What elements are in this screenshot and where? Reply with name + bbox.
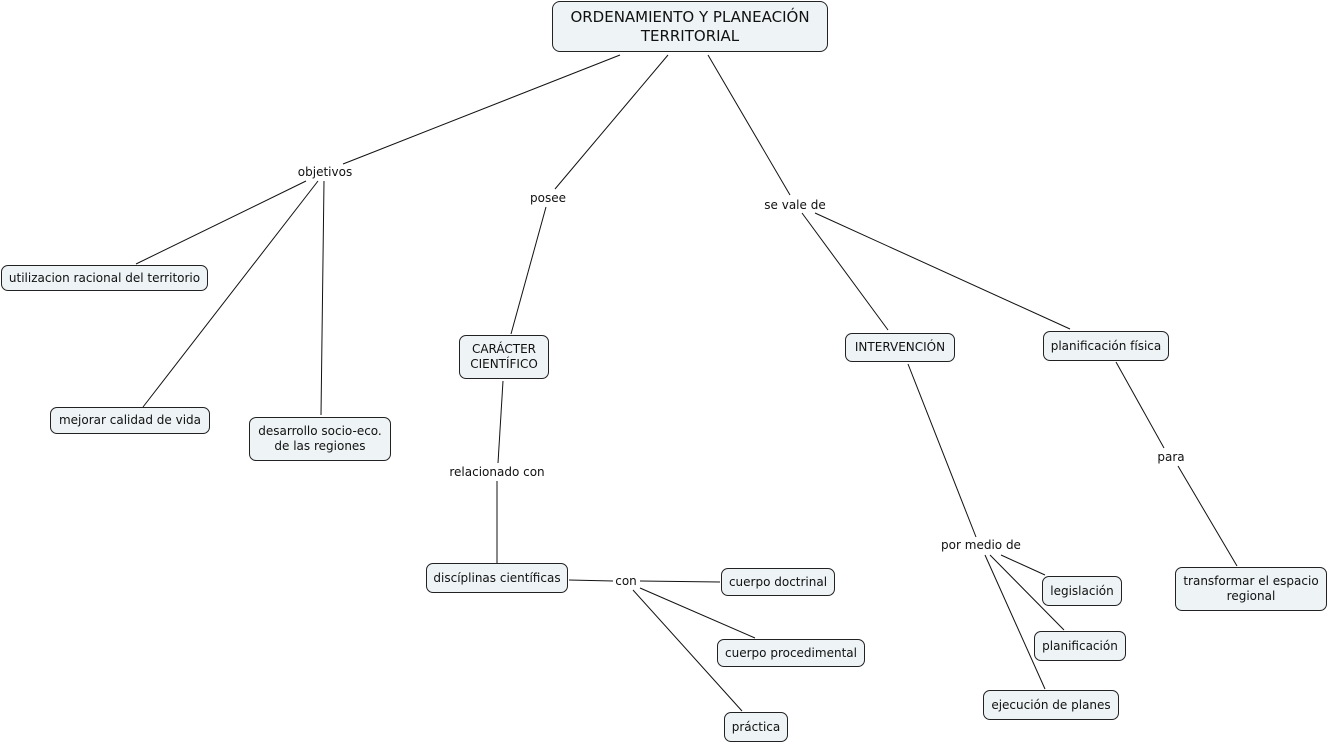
link-sevalede-intervencion [801, 212, 889, 331]
concept-intervencion[interactable]: INTERVENCIÓN [845, 333, 955, 362]
link-pormedio-legislacion [1000, 554, 1046, 576]
concept-legislacion[interactable]: legislación [1042, 576, 1122, 606]
link-con-procedimental [639, 587, 756, 639]
concept-desarrollo[interactable]: desarrollo socio-eco. de las regiones [249, 417, 391, 461]
link-label-relacionado-con: relacionado con [447, 465, 547, 479]
concept-ejecucion[interactable]: ejecución de planes [983, 690, 1119, 720]
concept-mejorar[interactable]: mejorar calidad de vida [50, 407, 210, 434]
concept-planificacion[interactable]: planificación [1034, 631, 1126, 661]
root-concept[interactable]: ORDENAMIENTO Y PLANEACIÓN TERRITORIAL [552, 1, 828, 52]
link-posee-caracter [510, 206, 547, 335]
link-con-doctrinal [639, 580, 721, 583]
concept-procedimental[interactable]: cuerpo procedimental [717, 639, 865, 667]
link-root-posee [554, 54, 669, 190]
concept-practica[interactable]: práctica [724, 712, 788, 742]
link-disciplinas-con [568, 579, 614, 582]
link-label-con: con [613, 574, 639, 588]
link-objetivos-desarrollo [320, 180, 325, 416]
concept-caracter[interactable]: CARÁCTER CIENTÍFICO [459, 335, 549, 379]
link-label-objetivos: objetivos [295, 165, 355, 179]
link-root-objetivos [342, 54, 621, 165]
concept-disciplinas[interactable]: discíplinas científicas [426, 563, 568, 593]
link-para-transformar [1177, 465, 1238, 567]
link-con-practica [632, 589, 743, 712]
link-root-sevalede [707, 54, 791, 196]
link-pormedio-planificacion [989, 554, 1065, 631]
concept-transformar[interactable]: transformar el espacio regional [1175, 567, 1327, 611]
link-pormedio-ejecucion [984, 554, 1046, 690]
link-sevalede-planfisica [814, 212, 1071, 330]
link-objetivos-utilizacion [135, 180, 307, 265]
link-caracter-relacionado [497, 380, 504, 464]
link-intervencion-pormedio [907, 363, 977, 538]
concept-planificacion-fisica[interactable]: planificación física [1043, 331, 1169, 361]
link-planfisica-para [1115, 361, 1165, 449]
link-label-se-vale-de: se vale de [762, 198, 828, 212]
link-label-para: para [1155, 450, 1187, 464]
concept-utilizacion[interactable]: utilizacion racional del territorio [1, 265, 208, 291]
link-objetivos-mejorar [142, 180, 319, 408]
link-label-posee: posee [528, 191, 568, 205]
link-label-por-medio-de: por medio de [939, 538, 1023, 552]
concept-doctrinal[interactable]: cuerpo doctrinal [721, 568, 835, 596]
